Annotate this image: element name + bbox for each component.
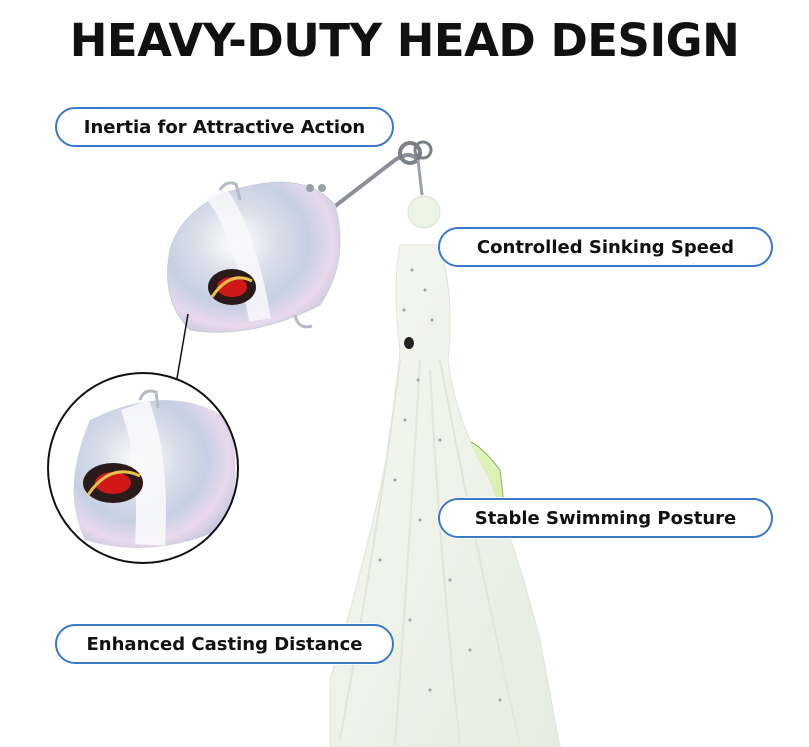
zoom-inset-icon [47,372,239,564]
glow-bead-icon [407,195,441,229]
callout-swimming-posture: Stable Swimming Posture [438,498,773,538]
zoom-leader-line [174,313,189,391]
callout-sinking-speed: Controlled Sinking Speed [438,227,773,267]
callout-inertia: Inertia for Attractive Action [55,107,394,147]
page-title: HEAVY-DUTY HEAD DESIGN [69,14,740,67]
snap-swivel-icon [328,140,433,212]
callout-casting-distance: Enhanced Casting Distance [55,624,394,664]
jig-head-icon [167,181,341,333]
octopus-skirt-icon [329,244,561,747]
